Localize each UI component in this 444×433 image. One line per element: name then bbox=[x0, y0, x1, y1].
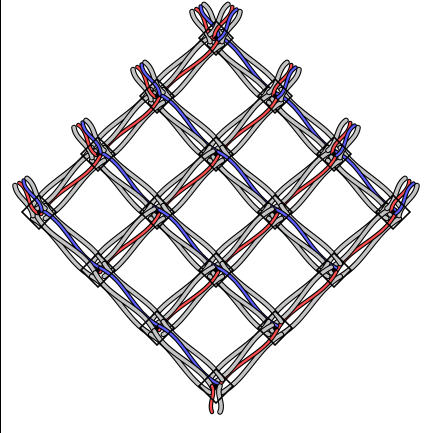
node-dot-1-2 bbox=[272, 209, 278, 215]
tail-left-2-gray-a bbox=[72, 125, 94, 160]
tail-left-3-red bbox=[18, 181, 39, 215]
edge-dr-1-1-strand-gray-a bbox=[220, 145, 283, 208]
node-dot-3-3 bbox=[213, 383, 219, 389]
edge-dr-1-2-strand-gray-a bbox=[279, 203, 342, 266]
tail-right-0-gray-a bbox=[208, 2, 230, 37]
edge-dl-2-3-strand-gray-a bbox=[220, 332, 283, 395]
node-frame-2-3 bbox=[256, 309, 294, 347]
node-frame-1-2 bbox=[256, 193, 294, 231]
node-frame-0-3 bbox=[374, 193, 412, 231]
node-dot-3-2 bbox=[154, 325, 160, 331]
left-border-line bbox=[0, 0, 1, 433]
node-frame-2-0 bbox=[79, 135, 117, 173]
node-dot-0-3 bbox=[390, 209, 396, 215]
tail-left-1-red bbox=[136, 65, 157, 99]
lattice-nodes bbox=[20, 19, 412, 405]
edge-dl-0-3-strand-gray-a bbox=[338, 216, 401, 279]
tail-right-0-blue bbox=[217, 8, 238, 41]
tail-left-0-gray-a bbox=[190, 9, 212, 44]
tail-right-2-gray-a bbox=[326, 118, 348, 153]
tail-right-0-red bbox=[213, 5, 234, 39]
edge-dr-2-0-strand-gray-a bbox=[102, 145, 165, 208]
node-frame-1-1 bbox=[197, 135, 235, 173]
tail-right-3-red bbox=[390, 179, 411, 213]
node-frame-0-0 bbox=[197, 19, 235, 57]
node-dot-2-3 bbox=[272, 325, 278, 331]
node-frame-0-1 bbox=[256, 77, 294, 115]
edge-dr-3-2-strand-gray-a bbox=[161, 319, 224, 382]
tail-right-1-blue bbox=[276, 66, 297, 99]
edge-dr-3-1-strand-gray-a bbox=[102, 261, 165, 324]
node-dot-1-0 bbox=[154, 93, 160, 99]
tail-left-2-red bbox=[77, 123, 98, 157]
node-frame-3-3 bbox=[197, 367, 235, 405]
edge-dl-1-3-strand-gray-a bbox=[279, 274, 342, 337]
edge-dr-2-1-strand-gray-a bbox=[161, 203, 224, 266]
node-dot-2-1 bbox=[154, 209, 160, 215]
edge-dr-2-2-strand-gray-a bbox=[220, 261, 283, 324]
tail-left-0-red bbox=[195, 7, 216, 41]
tail-left-1-blue bbox=[140, 63, 161, 96]
tail-left-1-gray-a bbox=[131, 67, 153, 102]
node-frame-2-2 bbox=[197, 251, 235, 289]
node-frame-3-0 bbox=[20, 193, 58, 231]
node-frame-2-1 bbox=[138, 193, 176, 231]
tail-right-1-gray-a bbox=[267, 60, 289, 95]
edge-dr-3-1-strand-gray-c bbox=[93, 271, 156, 333]
node-dot-1-3 bbox=[331, 267, 337, 273]
tail-left-3-blue bbox=[22, 179, 43, 212]
node-dot-0-1 bbox=[272, 93, 278, 99]
node-frame-0-2 bbox=[315, 135, 353, 173]
tail-left-0-blue bbox=[199, 5, 220, 38]
tail-left-3-gray-a bbox=[13, 183, 35, 218]
tail-right-3-blue bbox=[394, 182, 415, 215]
edge-dr-3-0-strand-accent bbox=[40, 208, 102, 269]
tail-left-2-blue bbox=[81, 121, 102, 154]
edge-dr-3-2-strand-accent bbox=[158, 324, 220, 385]
edge-dr-3-2-strand-gray-c bbox=[152, 329, 215, 391]
tail-right-1-red bbox=[272, 63, 293, 97]
edge-dr-3-1-strand-accent bbox=[99, 266, 161, 327]
tail-right-3-gray-a bbox=[385, 176, 407, 211]
node-dot-0-0 bbox=[213, 35, 219, 41]
node-dot-2-2 bbox=[213, 267, 219, 273]
node-dot-3-1 bbox=[95, 267, 101, 273]
edge-dr-3-0-strand-gray-a bbox=[43, 203, 106, 266]
edge-dr-3-0-strand-gray-c bbox=[34, 213, 97, 275]
braid-strands bbox=[12, 1, 420, 415]
node-frame-1-0 bbox=[138, 77, 176, 115]
node-dot-0-2 bbox=[331, 151, 337, 157]
node-frame-3-2 bbox=[138, 309, 176, 347]
node-frame-1-3 bbox=[315, 251, 353, 289]
edge-dr-1-0-strand-gray-a bbox=[161, 87, 224, 150]
node-dot-2-0 bbox=[95, 151, 101, 157]
tail-right-2-blue bbox=[335, 124, 356, 157]
node-frame-3-1 bbox=[79, 251, 117, 289]
node-dot-3-0 bbox=[36, 209, 42, 215]
tail-right-2-red bbox=[331, 121, 352, 155]
node-dot-1-1 bbox=[213, 151, 219, 157]
